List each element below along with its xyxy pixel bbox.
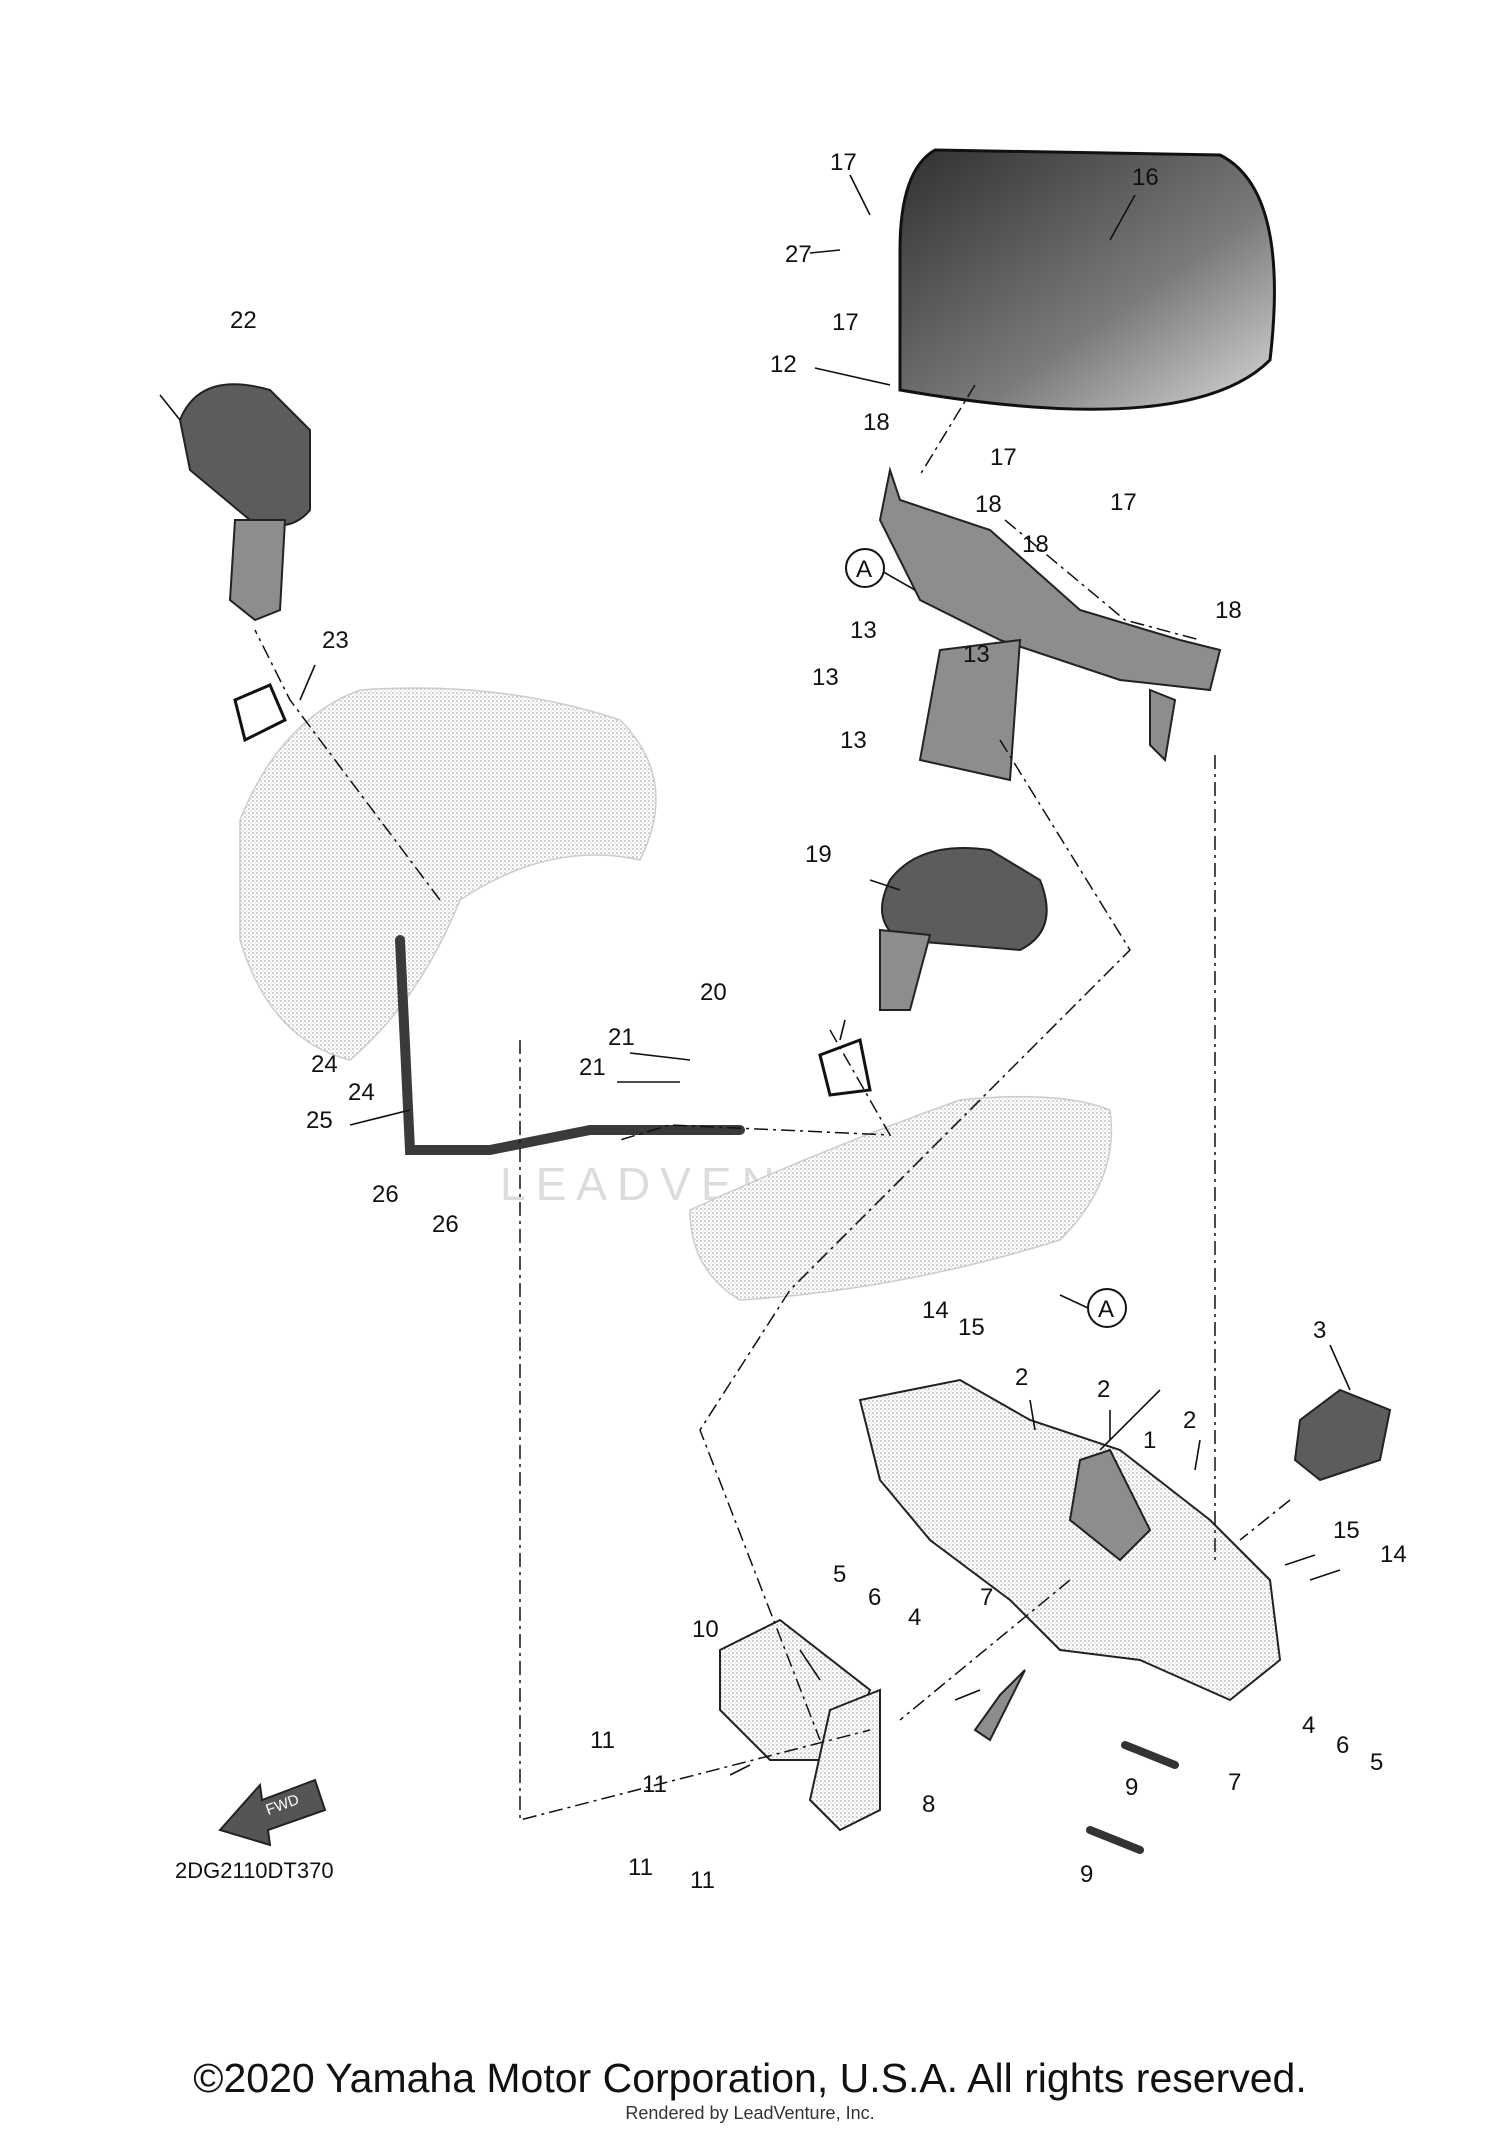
callout-8: 8: [922, 1791, 935, 1818]
stay-part: [918, 638, 1022, 782]
lower-cowling-part: [689, 1095, 1113, 1301]
callout-22: 22: [230, 307, 257, 334]
mounting-plate-leg-part: [808, 1688, 881, 1832]
callout-5-a: 5: [833, 1561, 846, 1588]
callout-13-b: 13: [812, 664, 839, 691]
left-mirror-stem-part: [228, 519, 287, 622]
stay-leg-part: [1149, 688, 1177, 763]
callout-12: 12: [770, 351, 797, 378]
callout-10: 10: [692, 1616, 719, 1643]
stay-tube-part: [395, 935, 745, 1155]
callout-21-a: 21: [608, 1024, 635, 1051]
callout-20: 20: [700, 979, 727, 1006]
callout-24-b: 24: [348, 1079, 375, 1106]
diagram-code: 2DG2110DT370: [175, 1858, 334, 1883]
reference-letter-lower: A: [1098, 1296, 1114, 1323]
callout-18-c: 18: [1022, 531, 1049, 558]
callout-14-b: 14: [1380, 1541, 1407, 1568]
callout-4-b: 4: [1302, 1712, 1315, 1739]
callout-6-b: 6: [1336, 1732, 1349, 1759]
callout-2-c: 2: [1183, 1407, 1196, 1434]
callout-17-c: 17: [990, 444, 1017, 471]
callout-11-d: 11: [690, 1867, 715, 1894]
callout-14-a: 14: [922, 1297, 949, 1324]
bolt-9-upper: [1121, 1741, 1179, 1769]
fwd-arrow: FWD: [218, 1778, 327, 1847]
callout-17-d: 17: [1110, 489, 1137, 516]
callout-11-c: 11: [628, 1854, 653, 1881]
callout-16: 16: [1132, 164, 1159, 191]
callouts: 16 17 27 17 17 17 18 18 18 18 12 13 13 1…: [230, 149, 1407, 1894]
reference-letter-upper: A: [856, 556, 872, 583]
callout-26-b: 26: [432, 1211, 459, 1238]
hook-part: [973, 1669, 1026, 1742]
callout-7-b: 7: [1228, 1769, 1241, 1796]
main-bracket-part: [858, 1378, 1282, 1702]
callout-19: 19: [805, 841, 832, 868]
callout-27: 27: [785, 241, 812, 268]
assembly-lines: [254, 384, 1291, 1821]
callout-7-a: 7: [980, 1584, 993, 1611]
windshield-bracket-part: [878, 466, 1222, 692]
callout-6-a: 6: [868, 1584, 881, 1611]
callout-4-a: 4: [908, 1604, 921, 1631]
bracket-arm-part: [1068, 1448, 1152, 1562]
callout-15-b: 15: [1333, 1517, 1360, 1544]
callout-17-b: 17: [832, 309, 859, 336]
callout-13-a: 13: [850, 617, 877, 644]
callout-9-a: 9: [1125, 1774, 1138, 1801]
front-cowling-part: [239, 687, 657, 1061]
callout-11-a: 11: [590, 1727, 615, 1754]
callout-17-a: 17: [830, 149, 857, 176]
callout-24-a: 24: [311, 1051, 338, 1078]
callout-26-a: 26: [372, 1181, 399, 1208]
callout-18-b: 18: [975, 491, 1002, 518]
mirror-gasket-left: [233, 683, 287, 743]
windshield-part: [898, 148, 1276, 411]
left-mirror-part: [178, 383, 311, 527]
callout-13-c: 13: [963, 641, 990, 668]
callout-2-a: 2: [1015, 1364, 1028, 1391]
right-mirror-stem-part: [879, 928, 932, 1011]
callout-13-d: 13: [840, 727, 867, 754]
callout-18-a: 18: [863, 409, 890, 436]
callout-1: 1: [1143, 1427, 1156, 1454]
callout-3: 3: [1313, 1317, 1326, 1344]
mirror-gasket-right: [818, 1037, 872, 1097]
callout-25: 25: [306, 1107, 333, 1134]
cover-part: [1293, 1388, 1392, 1482]
callout-11-b: 11: [642, 1771, 667, 1798]
callout-18-d: 18: [1215, 597, 1242, 624]
callout-23: 23: [322, 627, 349, 654]
callout-15-a: 15: [958, 1314, 985, 1341]
callout-5-b: 5: [1370, 1749, 1383, 1776]
bolt-9-lower: [1086, 1826, 1144, 1854]
copyright-notice: ©2020 Yamaha Motor Corporation, U.S.A. A…: [193, 2055, 1307, 2101]
reference-mark-a-lower: A: [1059, 1288, 1127, 1328]
right-mirror-part: [881, 847, 1048, 952]
reference-mark-a-upper: A: [845, 548, 885, 588]
leader-lines: [159, 174, 1351, 1776]
callout-9-b: 9: [1080, 1861, 1093, 1888]
rendered-by-notice: Rendered by LeadVenture, Inc.: [625, 2103, 875, 2123]
callout-2-b: 2: [1097, 1376, 1110, 1403]
callout-21-b: 21: [579, 1054, 606, 1081]
